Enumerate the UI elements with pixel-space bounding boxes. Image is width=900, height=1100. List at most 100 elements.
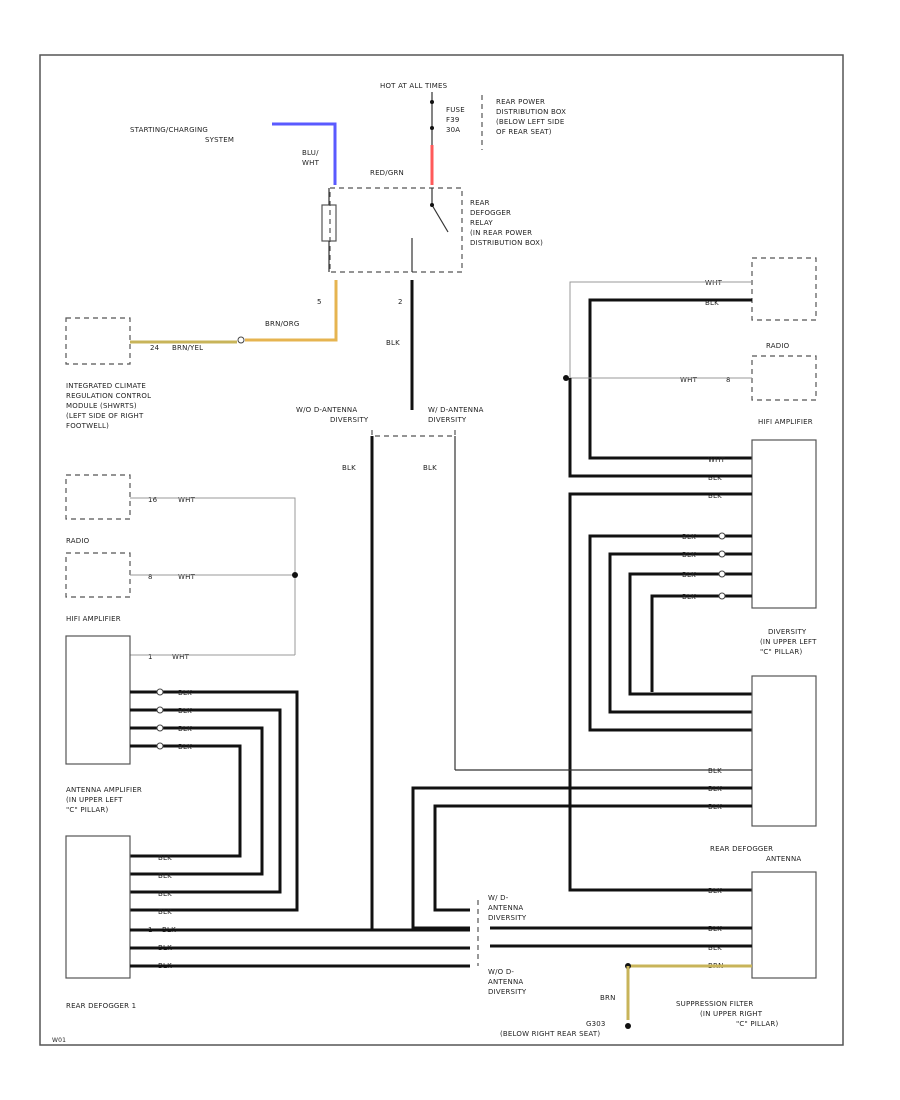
right-wire-conn-3: [718, 570, 726, 578]
left-wire-conn-2: [156, 706, 164, 714]
icrm-label-5: FOOTWELL): [66, 422, 109, 430]
right-hifi-to-diversity: [588, 534, 752, 732]
blu-wht-label-1: BLU/: [302, 149, 319, 157]
diagram-frame: [39, 54, 844, 1046]
fuse-amperage: 30A: [446, 126, 460, 134]
radio-box-left-bottom: [65, 552, 131, 598]
blk-label-left: BLK: [342, 464, 356, 472]
below-right-rear-seat-label: (BELOW RIGHT REAR SEAT): [500, 1030, 600, 1038]
blk-label-right: BLK: [423, 464, 437, 472]
rear-power-dist-line1: REAR POWER: [496, 98, 545, 106]
w-diversity-label-1: W/ D-ANTENNA: [428, 406, 484, 414]
antenna-amp-label-2: (IN UPPER LEFT: [66, 796, 123, 804]
div-blk-3: BLK: [708, 803, 722, 811]
right-radio-blk: BLK: [705, 299, 719, 307]
relay-pin-2: 2: [398, 298, 403, 306]
rear-defogger-antenna-box: [751, 871, 817, 979]
relay-contact: [430, 203, 434, 207]
radio-splice-left: [292, 572, 298, 578]
right-wire-conn-1: [718, 532, 726, 540]
rda-blk-3: BLK: [708, 944, 722, 952]
relay-coil: [321, 204, 337, 242]
icrm-label-1: INTEGRATED CLIMATE: [66, 382, 146, 390]
right-wire-conn-4: [718, 592, 726, 600]
w-diversity-label-2: DIVERSITY: [428, 416, 467, 424]
left-wire-blk-2: BLK: [178, 707, 192, 715]
starting-charging-label-2: SYSTEM: [205, 136, 234, 144]
antenna-amp-label-1: ANTENNA AMPLIFIER: [66, 786, 142, 794]
left-wire-blk-1: BLK: [178, 689, 192, 697]
rear-defogger-1-box: [65, 835, 131, 979]
radio-label-right: RADIO: [766, 342, 790, 350]
wo-diversity-label-2: DIVERSITY: [330, 416, 369, 424]
relay-label-1: REAR: [470, 199, 490, 207]
right-radio-wht-2: WHT: [680, 376, 698, 384]
left-hifi-wires: [130, 690, 299, 912]
starting-charging-label-1: STARTING/CHARGING: [130, 126, 208, 134]
radio-box-left-top: [65, 474, 131, 520]
r-blk-4: BLK: [682, 593, 696, 601]
radio-wht-label-2: WHT: [178, 573, 196, 581]
rear-defogger-1-label: REAR DEFOGGER 1: [66, 1002, 136, 1010]
icrm-label-2: REGULATION CONTROL: [66, 392, 151, 400]
diversity-box: [751, 675, 817, 827]
r-hifi-wht: WHT: [708, 456, 726, 464]
blk-label-relay: BLK: [386, 339, 400, 347]
right-wire-conn-2: [718, 550, 726, 558]
wo-diversity-label-1: W/O D-ANTENNA: [296, 406, 357, 414]
rd1-blk-2: BLK: [158, 872, 172, 880]
diversity-label-1: DIVERSITY: [768, 628, 807, 636]
suppression-filter-label-1: SUPPRESSION FILTER: [676, 1000, 753, 1008]
g303-label: G303: [586, 1020, 606, 1028]
r-hifi-blk-1: BLK: [708, 474, 722, 482]
relay-label-5: DISTRIBUTION BOX): [470, 239, 543, 247]
rear-power-dist-line4: OF REAR SEAT): [496, 128, 552, 136]
radio-pin-16: 16: [148, 496, 158, 504]
hifi-amp-label-left: HIFI AMPLIFIER: [66, 615, 121, 623]
rear-power-dist-line3: (BELOW LEFT SIDE: [496, 118, 565, 126]
left-wire-conn-1: [156, 688, 164, 696]
r-hifi-blk-2: BLK: [708, 492, 722, 500]
diversity-label-3: "C" PILLAR): [760, 648, 802, 656]
right-radio-wht: WHT: [705, 279, 723, 287]
div-blk-1: BLK: [708, 767, 722, 775]
relay-label-4: (IN REAR POWER: [470, 229, 532, 237]
integrated-climate-module: [65, 317, 131, 365]
rd1-blk-3: BLK: [158, 890, 172, 898]
left-wire-conn-4: [156, 742, 164, 750]
r-blk-3: BLK: [682, 571, 696, 579]
hifi-amp-label-right: HIFI AMPLIFIER: [758, 418, 813, 426]
icrm-label-3: MODULE (SHWRTS): [66, 402, 137, 410]
r-blk-1: BLK: [682, 533, 696, 541]
w-antenna-div-label-1: W/ D-: [488, 894, 509, 902]
antenna-amp-label-3: "C" PILLAR): [66, 806, 108, 814]
diversity-label-2: (IN UPPER LEFT: [760, 638, 817, 646]
suppression-filter-label-3: "C" PILLAR): [736, 1020, 778, 1028]
div-blk-2: BLK: [708, 785, 722, 793]
w-antenna-div-label-2: ANTENNA: [488, 904, 523, 912]
left-wire-conn-3: [156, 724, 164, 732]
left-wire-blk-3: BLK: [178, 725, 192, 733]
brn-label-vertical: BRN: [600, 994, 616, 1002]
blu-wht-label-2: WHT: [302, 159, 320, 167]
radio-wht-label-1: WHT: [178, 496, 196, 504]
rear-defogger-antenna-label-1: REAR DEFOGGER: [710, 845, 773, 853]
radio-pin-8: 8: [148, 573, 153, 581]
hifi-amplifier-right-box: [751, 439, 817, 609]
relay-label-2: DEFOGGER: [470, 209, 511, 217]
brn-org-label: BRN/ORG: [265, 320, 299, 328]
radio-label-left: RADIO: [66, 537, 90, 545]
brn-yel-label: BRN/YEL: [172, 344, 203, 352]
r-blk-2: BLK: [682, 551, 696, 559]
rd1-blk-4: BLK: [158, 908, 172, 916]
left-wire-blk-4: BLK: [178, 743, 192, 751]
radio-box-right-bottom: [751, 355, 817, 401]
fuse-top-terminal: [430, 100, 434, 104]
fuse-label: FUSE: [446, 106, 465, 114]
wo-antenna-div-label-3: DIVERSITY: [488, 988, 527, 996]
radio-box-right-top: [751, 257, 817, 321]
rear-defogger-relay-box: [329, 187, 463, 273]
ground-g303: [625, 1023, 631, 1029]
rear-power-dist-line2: DISTRIBUTION BOX: [496, 108, 566, 116]
